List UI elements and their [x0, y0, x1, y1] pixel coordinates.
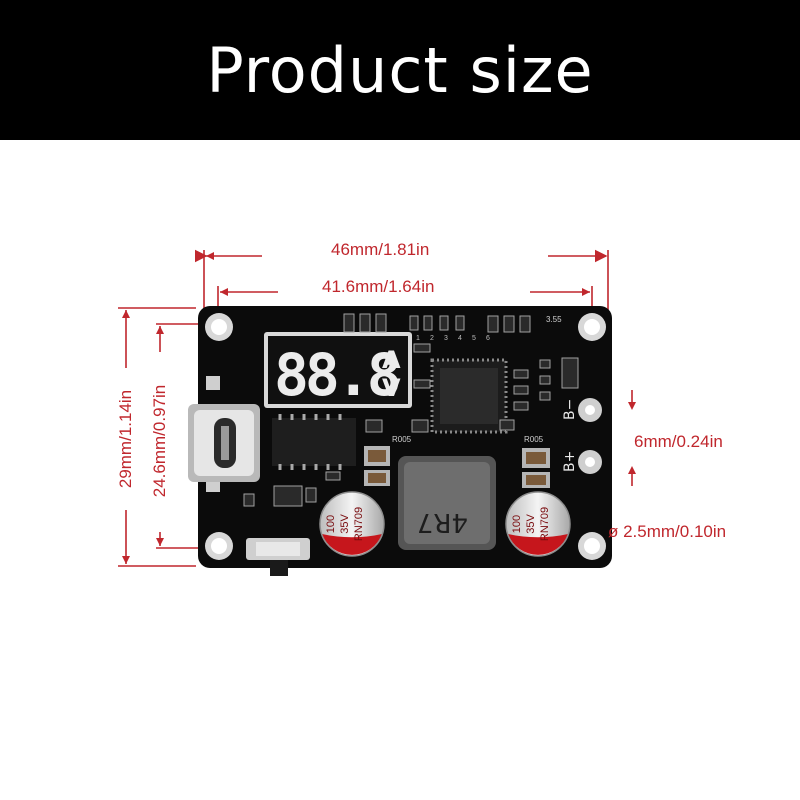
arrowhead-outer-right	[598, 252, 606, 260]
pin-number: 2	[430, 335, 434, 342]
smd-components	[243, 313, 579, 507]
display-unit-v: V	[382, 374, 401, 402]
hole-height-label: 24.6mm/0.97in	[150, 384, 169, 498]
arrowhead-terminal-top	[628, 402, 636, 410]
pin-number-labels: 1 2 3 4 5 6	[416, 335, 490, 342]
cap-left-series: RN709	[353, 507, 365, 541]
pcb-board: 88.8 A V	[188, 306, 612, 576]
display-digits: 88.8	[274, 341, 399, 409]
dimension-arrowheads	[122, 252, 636, 564]
pin-number: 1	[416, 335, 420, 342]
outer-height-label: 29mm/1.14in	[116, 389, 135, 489]
terminal-label-positive: B+	[562, 451, 578, 472]
arrowhead-hole-right	[582, 288, 590, 296]
controller-ic	[430, 358, 508, 434]
arrowhead-hole-top	[156, 326, 164, 334]
soic-ic	[272, 414, 356, 470]
pin-number: 3	[444, 335, 448, 342]
sense-resistors: R005 R005	[364, 435, 550, 488]
led-display: 88.8 A V	[264, 332, 412, 409]
mounting-holes	[205, 313, 606, 560]
arrowhead-outer-left	[206, 252, 214, 260]
cap-right-series: RN709	[539, 507, 551, 541]
hole-width-label: 41.6mm/1.64in	[322, 277, 435, 296]
cap-left-value: 100	[325, 515, 337, 533]
power-inductor: 4R7	[398, 456, 496, 550]
capacitor-right: 100 35V RN709	[505, 491, 571, 557]
inductor-marking: 4R7	[417, 507, 468, 537]
banner-title: Product size	[206, 33, 594, 107]
resistor-label-left: R005	[392, 435, 412, 444]
arrowhead-outer-bottom	[122, 556, 130, 564]
pin-number: 5	[472, 335, 476, 342]
cap-right-value: 100	[511, 515, 523, 533]
cap-right-voltage: 35V	[525, 514, 537, 534]
slide-switch	[246, 538, 310, 576]
outer-width-label: 46mm/1.81in	[331, 240, 430, 259]
usb-c-port	[188, 376, 260, 492]
arrowhead-hole-bottom	[156, 538, 164, 546]
resistor-label-right: R005	[524, 435, 544, 444]
display-unit-a: A	[382, 346, 401, 374]
capacitor-left: 100 35V RN709	[319, 491, 385, 557]
corner-mark: 3.55	[546, 315, 562, 324]
terminal-spacing-label: 6mm/0.24in	[634, 432, 723, 451]
pin-number: 6	[486, 335, 490, 342]
title-banner: Product size	[0, 0, 800, 140]
hole-diameter-label: ø 2.5mm/0.10in	[608, 522, 727, 541]
terminal-label-negative: B−	[562, 399, 578, 420]
arrowhead-terminal-bottom	[628, 466, 636, 474]
arrowhead-hole-left	[220, 288, 228, 296]
output-terminals: B− B+	[562, 398, 602, 474]
arrowhead-outer-top	[122, 310, 130, 318]
cap-left-voltage: 35V	[339, 514, 351, 534]
pin-number: 4	[458, 335, 462, 342]
